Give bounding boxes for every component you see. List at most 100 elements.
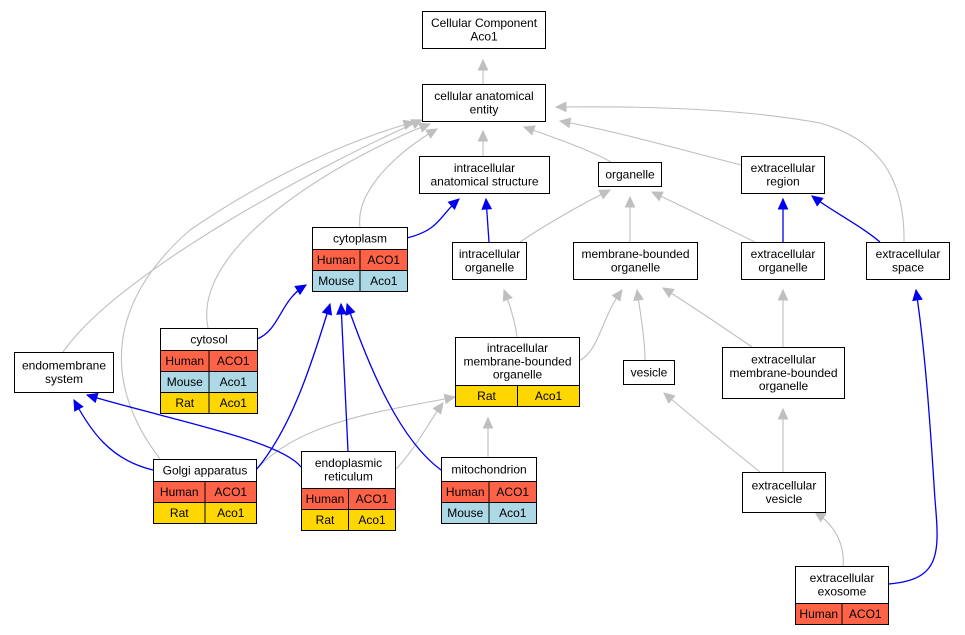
edge-cae-from-organelle-arrowhead xyxy=(522,125,536,136)
edge-cae-from-cytoplasm-arrowhead xyxy=(425,128,439,139)
edge-cytoplasm-part-er xyxy=(340,303,349,452)
edge-cae-from-golgi-arrowhead xyxy=(402,119,416,131)
gene-label: ACO1 xyxy=(367,253,400,267)
node-label-line: cytosol xyxy=(190,332,227,346)
edge-mbo-from-embo-arrowhead xyxy=(661,287,675,299)
edge-imbo-from-golgi-arrowhead xyxy=(443,393,457,405)
node-label-line: endoplasmic xyxy=(315,456,382,470)
node-label-line: extracellular xyxy=(751,161,816,175)
edge-cae-from-cytosol-arrowhead xyxy=(418,122,432,133)
edge-cae-from-ecr-arrowhead xyxy=(558,117,572,129)
node-label-line: intracellular xyxy=(487,341,548,355)
node-label-box xyxy=(623,360,675,385)
species-label: Human xyxy=(799,607,838,621)
edge-cytoplasm-part-mito xyxy=(346,303,442,471)
node-label-line: organelle xyxy=(758,260,808,274)
gene-label: ACO1 xyxy=(849,607,882,621)
gene-cell xyxy=(517,385,580,407)
node-label-box xyxy=(722,347,845,399)
edge-cae-from-golgi xyxy=(120,121,415,460)
node-label-line: extracellular xyxy=(810,571,875,585)
edge-embo-from-ecv-arrowhead xyxy=(777,407,789,420)
node-label-box xyxy=(573,242,698,280)
node-label-line: Aco1 xyxy=(470,29,498,43)
gene-label: Aco1 xyxy=(370,274,398,288)
node-label-line: Cellular Component xyxy=(431,16,538,30)
node-label-box xyxy=(866,242,950,280)
species-label: Mouse xyxy=(167,375,203,389)
species-label: Mouse xyxy=(318,274,354,288)
node-label-box xyxy=(441,457,537,482)
gene-label: Aco1 xyxy=(217,506,245,520)
node-label-box xyxy=(422,11,546,49)
node-imbo[interactable]: intracellularmembrane-boundedorganelleRa… xyxy=(455,337,580,407)
node-label-line: exosome xyxy=(818,584,867,598)
node-label-line: organelle xyxy=(611,260,661,274)
edge-cae-from-cytoplasm xyxy=(359,128,438,228)
edge-cytoplasm-part-mito-arrowhead xyxy=(345,302,356,316)
gene-cell xyxy=(204,502,257,524)
edge-organelle-from-eco-arrowhead xyxy=(650,191,664,202)
node-vesicle[interactable]: vesicle xyxy=(623,360,675,385)
gene-label: ACO1 xyxy=(214,485,247,499)
node-label-box xyxy=(795,566,889,604)
species-label: Human xyxy=(306,492,345,506)
species-label: Human xyxy=(165,354,204,368)
node-label-line: anatomical structure xyxy=(430,174,538,188)
gene-cell xyxy=(348,509,396,531)
node-label-line: membrane-bounded xyxy=(729,366,837,380)
edge-organelle-from-io xyxy=(519,189,611,243)
species-label: Human xyxy=(446,485,485,499)
node-label-line: organelle xyxy=(605,167,655,181)
node-label-line: vesicle xyxy=(631,365,668,379)
node-label-line: endomembrane xyxy=(22,359,106,373)
node-label-box xyxy=(455,337,580,386)
edge-mbo-from-vesicle xyxy=(636,289,646,361)
edge-cytoplasm-part-cytosol-arrowhead xyxy=(294,284,308,296)
node-label-line: membrane-bounded xyxy=(463,354,571,368)
edge-cae-from-ias-arrowhead xyxy=(477,129,489,142)
node-label-line: extracellular xyxy=(751,353,816,367)
edge-organelle-from-eco xyxy=(651,191,756,243)
gene-cell xyxy=(488,502,537,524)
gene-label: ACO1 xyxy=(217,354,250,368)
node-label-line: extracellular xyxy=(751,247,816,261)
node-organelle[interactable]: organelle xyxy=(598,162,662,187)
node-label-line: membrane-bounded xyxy=(581,247,689,261)
edge-ecs-part-exo-arrowhead xyxy=(912,288,923,302)
node-label-line: region xyxy=(766,174,799,188)
edges xyxy=(62,58,938,585)
edge-imbo-from-golgi xyxy=(255,396,456,471)
node-label-box xyxy=(741,242,825,280)
edge-imbo-from-mito-arrowhead xyxy=(482,416,494,429)
edge-cae-from-endo xyxy=(62,119,423,353)
edge-cytoplasm-part-golgi-arrowhead xyxy=(321,302,333,316)
species-label: Human xyxy=(317,253,356,267)
